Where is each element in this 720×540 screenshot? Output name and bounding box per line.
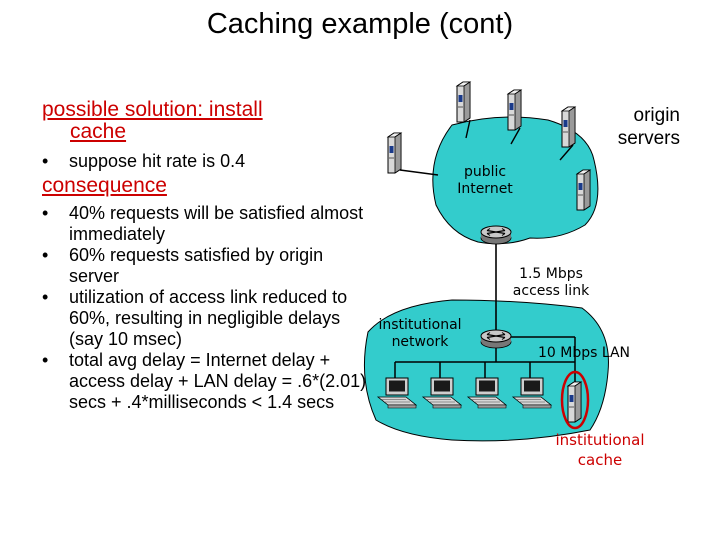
border-router-icon: [480, 225, 512, 245]
solution-heading-line1: possible solution: install: [42, 98, 263, 121]
slide-title: Caching example (cont): [206, 8, 514, 40]
consequence-heading: consequence: [42, 174, 167, 197]
public-internet-label: public Internet: [457, 164, 513, 197]
origin-server-icon: [561, 106, 576, 148]
lan-label: 10 Mbps LAN: [537, 345, 631, 361]
access-link-label: 1.5 Mbps access link: [512, 266, 590, 299]
lan-router-icon: [480, 329, 512, 349]
lan-bus: [394, 336, 576, 386]
origin-servers-label: origin servers: [617, 105, 680, 149]
origin-server-icon: [507, 89, 522, 131]
consequence-bullet: 60% requests satisfied by origin server: [42, 245, 372, 287]
institutional-network-label: institutional network: [378, 317, 462, 350]
consequence-bullet: total avg delay = Internet delay + acces…: [42, 350, 372, 413]
consequence-bullet: 40% requests will be satisfied almost im…: [42, 203, 372, 245]
solution-bullets: suppose hit rate is 0.4: [42, 151, 372, 172]
solution-heading-line2: cache: [70, 120, 127, 143]
solution-heading: possible solution: install cache: [42, 99, 332, 143]
origin-server-icon: [576, 169, 591, 211]
consequence-bullet: utilization of access link reduced to 60…: [42, 287, 372, 350]
origin-server-icon: [456, 81, 471, 123]
public-internet-cloud: [432, 116, 599, 245]
cache-server-icon: [567, 381, 582, 423]
institutional-cache-label: institutional cache: [555, 431, 645, 469]
consequence-bullets: 40% requests will be satisfied almost im…: [42, 203, 372, 413]
origin-server-icon: [387, 132, 402, 174]
cache-highlight-ring: [560, 370, 590, 430]
solution-bullet: suppose hit rate is 0.4: [42, 151, 372, 172]
